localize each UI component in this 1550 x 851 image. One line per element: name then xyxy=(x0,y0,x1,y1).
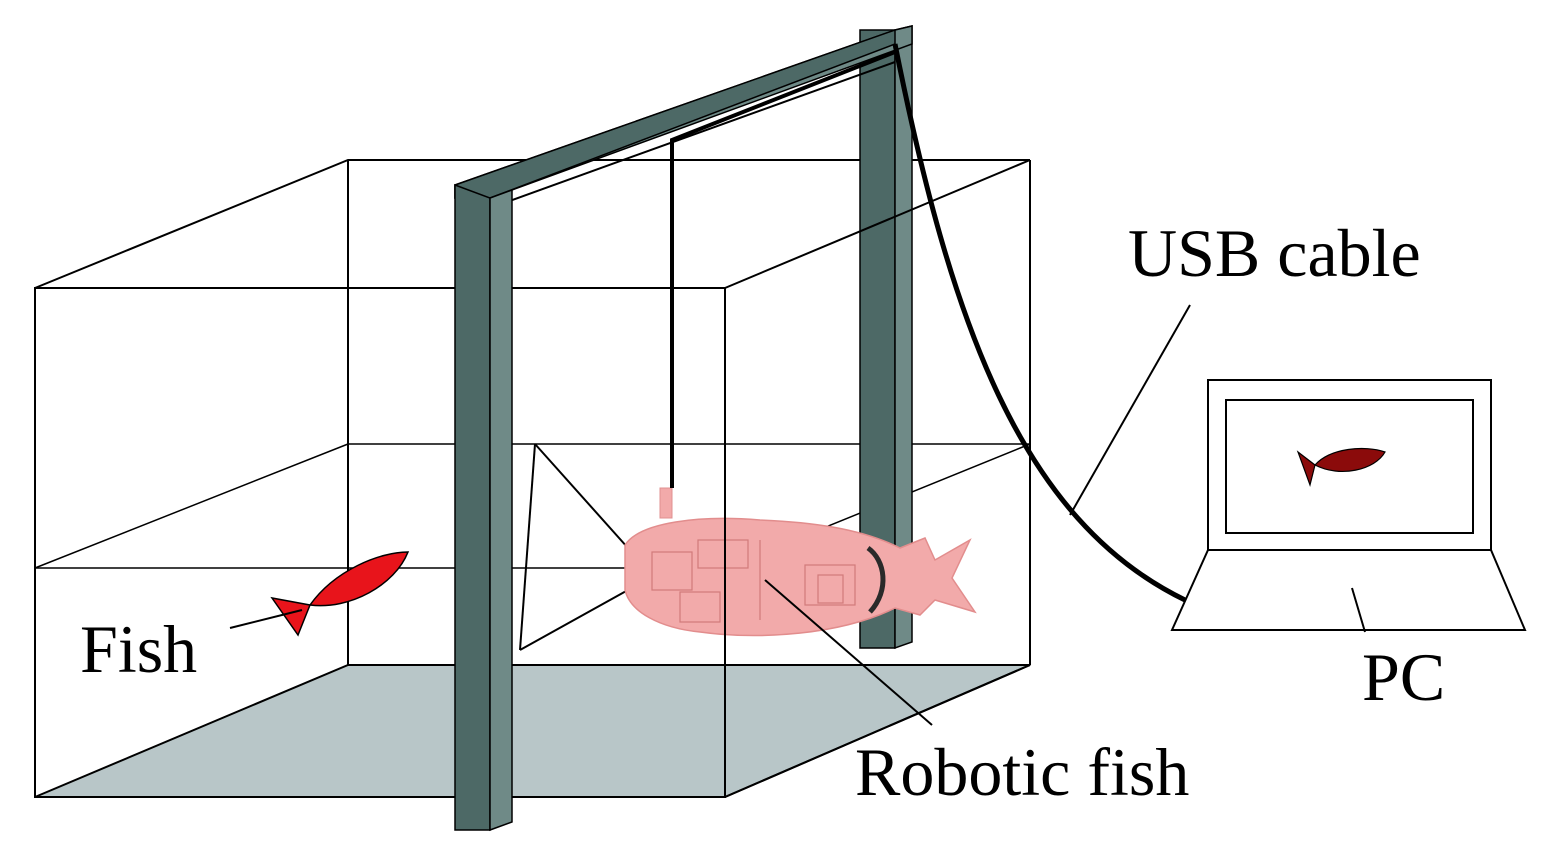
tank-front xyxy=(34,159,1031,798)
usb-cable-label: USB cable xyxy=(1128,215,1421,291)
robotic-fish-icon xyxy=(624,487,977,637)
frame-front xyxy=(454,25,913,832)
camera-view-cone xyxy=(519,443,629,651)
pc-label: PC xyxy=(1362,639,1445,715)
robotic-fish-label: Robotic fish xyxy=(855,734,1189,810)
frame-back-pillar xyxy=(859,25,913,650)
screen-fish-icon xyxy=(1296,447,1386,488)
fish-label: Fish xyxy=(80,611,197,687)
leader-lines xyxy=(229,304,1366,726)
laptop-icon xyxy=(1170,379,1527,631)
usb-cable xyxy=(892,43,1187,603)
fish-icon xyxy=(270,551,410,637)
